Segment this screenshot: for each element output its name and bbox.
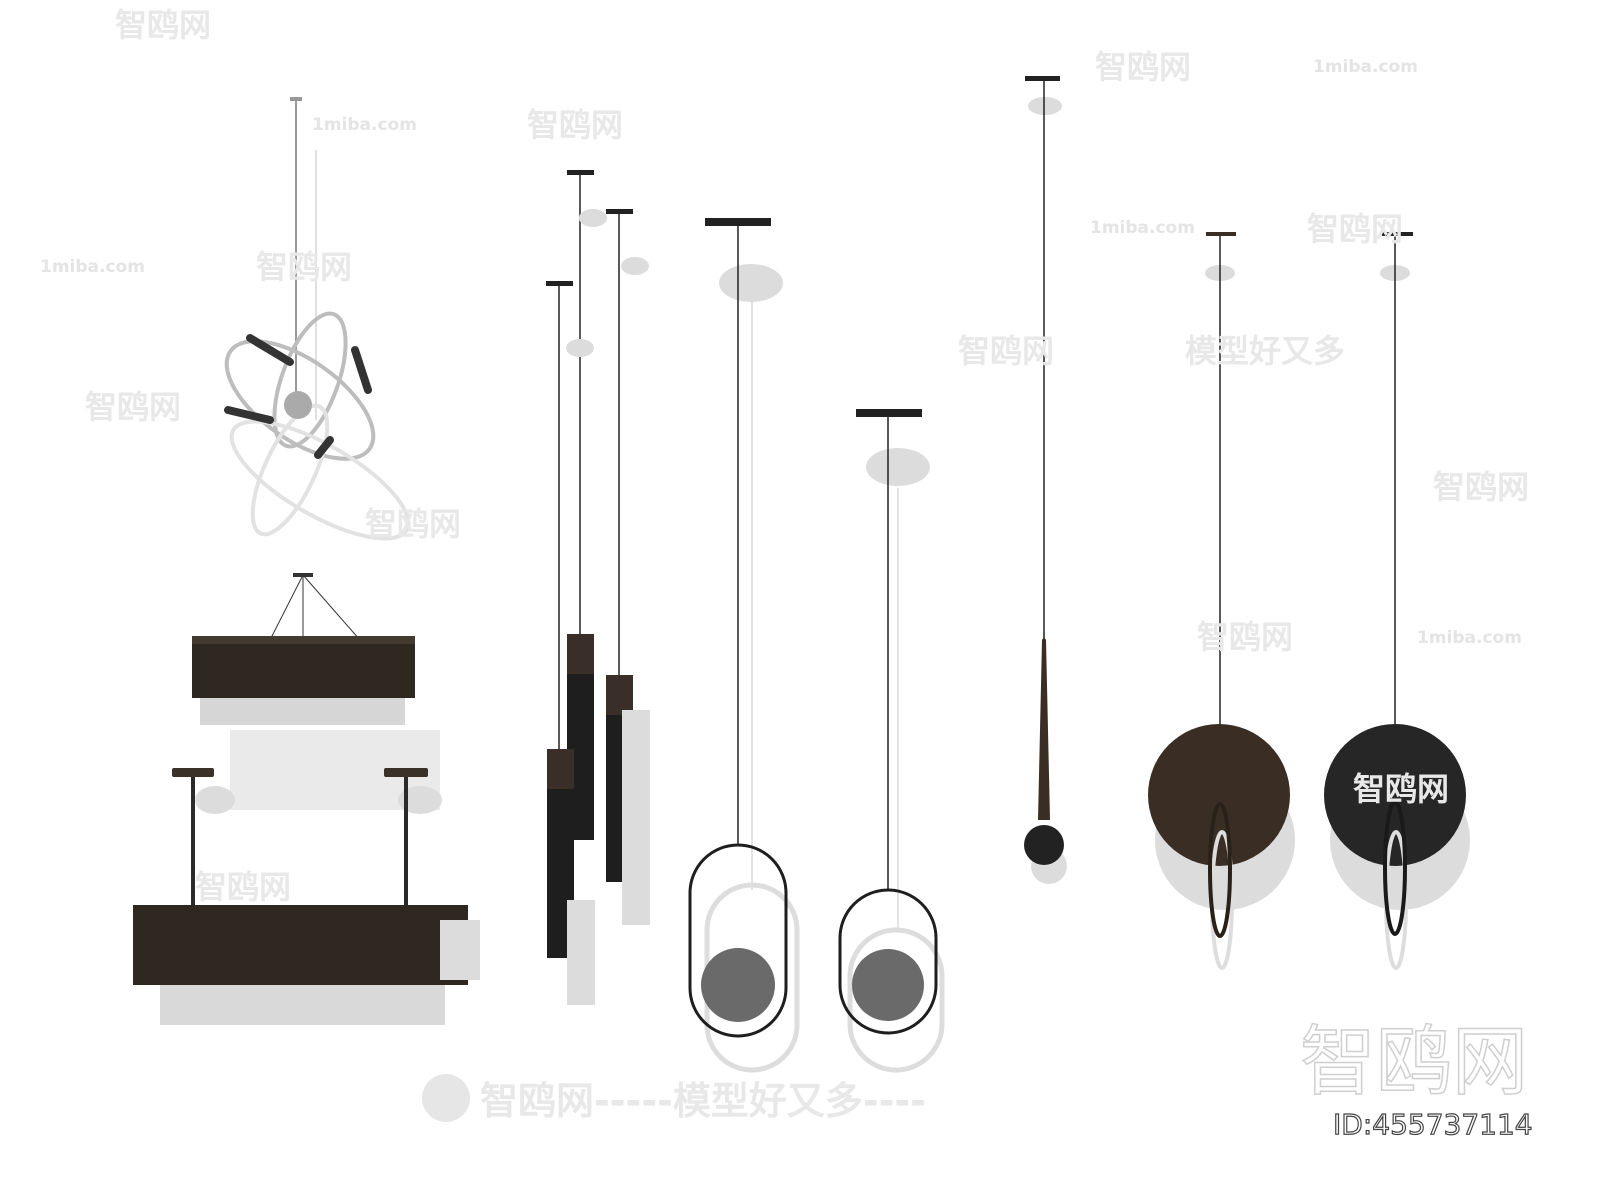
watermark-brand: 智鸥网 (958, 332, 1054, 370)
watermark-footer: 智鸥网-----模型好又多---- (480, 1079, 926, 1123)
watermark-brand: 智鸥网 (365, 505, 461, 543)
watermark-brand: 智鸥网 (115, 6, 211, 44)
watermark-site: 1miba.com (1313, 57, 1418, 77)
oval-ring-pendant-large (688, 218, 800, 1073)
watermark-layer: 智鸥网 智鸥网 1miba.com 1miba.com 智鸥网 1miba.co… (40, 6, 1533, 1142)
watermark-corner-brand: 智鸥网 (1300, 1017, 1528, 1106)
watermark-brand: 智鸥网 (1353, 770, 1449, 808)
watermark-brand: 智鸥网 (256, 248, 352, 286)
drop-pendant (1024, 76, 1067, 884)
watermark-brand: 智鸥网 (1095, 48, 1191, 86)
watermark-brand: 智鸥网 (195, 868, 291, 906)
watermark-brand: 智鸥网 (1197, 618, 1293, 656)
orbit-chandelier (224, 97, 411, 541)
watermark-logo-icon (422, 1074, 470, 1122)
image-id: ID:455737114 (1333, 1108, 1533, 1141)
watermark-brand: 智鸥网 (1433, 468, 1529, 506)
round-crystal-chandelier (192, 573, 440, 810)
disc-ring-pendant-bronze (1148, 232, 1295, 970)
watermark-brand: 智鸥网 (1307, 210, 1403, 248)
watermark-brand: 智鸥网 (527, 106, 623, 144)
watermark-site: 1miba.com (40, 257, 145, 277)
watermark-site: 1miba.com (1090, 218, 1195, 238)
watermark-slogan: 模型好又多 (1185, 332, 1345, 370)
disc-ring-pendant-black (1324, 232, 1470, 970)
watermark-site: 1miba.com (312, 115, 417, 135)
oval-ring-pendant-small (838, 409, 945, 1073)
linear-crystal-chandelier (133, 768, 480, 1025)
tube-pendant-group (546, 170, 650, 1005)
watermark-brand: 智鸥网 (85, 388, 181, 426)
watermark-site: 1miba.com (1417, 628, 1522, 648)
